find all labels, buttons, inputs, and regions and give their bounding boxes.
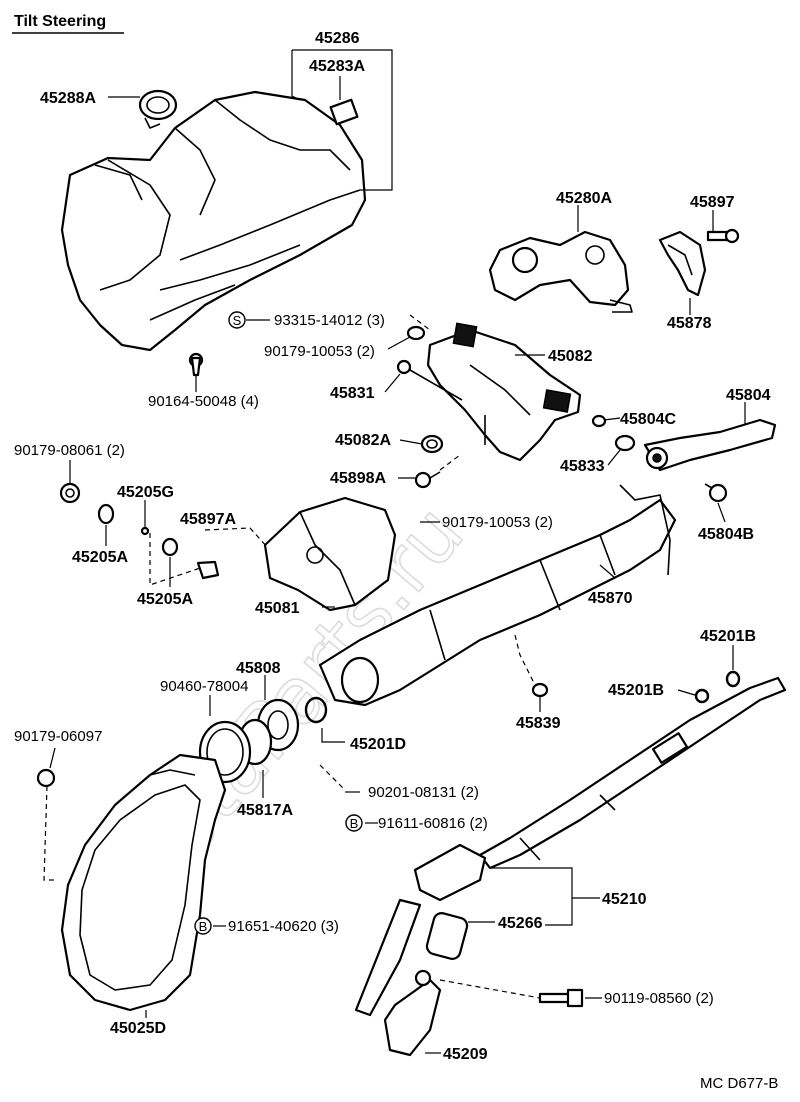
label-45808: 45808: [236, 660, 281, 677]
label-93315: 93315-14012 (3): [274, 312, 385, 329]
upper-column-cover-drawing: [60, 90, 367, 368]
label-45804b: 45804B: [698, 526, 754, 543]
label-45082: 45082: [548, 348, 593, 365]
spring-45082a-drawing: [420, 434, 444, 454]
label-90460: 90460-78004: [160, 678, 248, 695]
nut-45839-drawing: [531, 682, 549, 698]
label-45288a: 45288A: [40, 90, 96, 107]
label-45205a-2: 45205A: [137, 591, 193, 608]
label-45201b-1: 45201B: [700, 628, 756, 645]
label-45817a: 45817A: [237, 802, 293, 819]
label-45205g: 45205G: [117, 484, 174, 501]
label-91651: 91651-40620 (3): [228, 918, 339, 935]
washer-45804c-drawing: [591, 414, 607, 428]
label-45209: 45209: [443, 1046, 488, 1063]
label-45831: 45831: [330, 385, 375, 402]
bolt-45898a-drawing: [414, 471, 441, 489]
label-45804c: 45804C: [620, 411, 676, 428]
label-90119: 90119-08560 (2): [604, 990, 714, 1007]
tilt-bracket-45082-drawing: [426, 322, 582, 462]
bracket-45280a-drawing: [488, 230, 633, 313]
bracket-45081-drawing: [263, 496, 397, 612]
universal-joint-drawing: [354, 843, 487, 1057]
label-45897a: 45897A: [180, 511, 236, 528]
label-45280a: 45280A: [556, 190, 612, 207]
main-shaft-drawing: [478, 676, 787, 870]
label-90164: 90164-50048 (4): [148, 393, 259, 410]
nut-06097-drawing: [36, 768, 56, 788]
tilt-lever-drawing: [643, 418, 777, 472]
snap-rings-45201b-drawing: [694, 670, 741, 704]
label-45833: 45833: [560, 458, 605, 475]
label-90179-08061: 90179-08061 (2): [14, 442, 125, 459]
clamp-drawing: [138, 89, 178, 129]
bolt-45831-drawing: [396, 359, 463, 401]
cover-45878-drawing: [658, 230, 707, 297]
badge-b-91651: B: [194, 917, 212, 935]
bolt-90119-drawing: [538, 988, 584, 1008]
snap-ring-45201d-drawing: [304, 696, 328, 724]
svg-text:S: S: [233, 313, 242, 328]
bolt-45897-drawing: [706, 228, 740, 244]
svg-text:B: B: [350, 816, 359, 831]
collar-45833-drawing: [614, 434, 636, 452]
label-45804: 45804: [726, 387, 771, 404]
label-90179-10053-b: 90179-10053 (2): [442, 514, 553, 531]
label-45082a: 45082A: [335, 432, 391, 449]
label-90201: 90201-08131 (2): [368, 784, 479, 801]
label-45870: 45870: [588, 590, 633, 607]
label-45081: 45081: [255, 600, 300, 617]
badge-b-91611: B: [345, 814, 363, 832]
label-45878: 45878: [667, 315, 712, 332]
svg-text:B: B: [199, 919, 208, 934]
part-labels: 45286 45283A 45288A 45280A 45897 45878 9…: [14, 30, 771, 1063]
screw-90164-drawing: [190, 356, 202, 377]
label-45201d: 45201D: [350, 736, 406, 753]
label-90179-10053-a: 90179-10053 (2): [264, 343, 375, 360]
label-45266: 45266: [498, 915, 543, 932]
figure-code: MC D677-B: [700, 1075, 778, 1092]
label-45025d: 45025D: [110, 1020, 166, 1037]
washers-45205a-drawing: [97, 503, 179, 557]
column-tube-drawing: [318, 484, 677, 707]
hole-cover-45025d-drawing: [60, 753, 227, 1012]
label-45210: 45210: [602, 891, 647, 908]
label-45839: 45839: [516, 715, 561, 732]
bolt-45804b-drawing: [704, 483, 728, 503]
label-90179-06097: 90179-06097: [14, 728, 102, 745]
label-45897: 45897: [690, 194, 735, 211]
label-45283a: 45283A: [309, 58, 365, 75]
pin-45897a-drawing: [196, 560, 220, 580]
label-45201b-2: 45201B: [608, 682, 664, 699]
nut-top-drawing: [406, 325, 426, 341]
leader-lines: [43, 49, 746, 1054]
label-45286: 45286: [315, 30, 360, 47]
label-91611: 91611-60816 (2): [378, 815, 488, 832]
label-45898a: 45898A: [330, 470, 386, 487]
label-45205a-1: 45205A: [72, 549, 128, 566]
nut-08061-drawing: [59, 482, 81, 504]
badge-s: S: [228, 311, 246, 329]
diagram-title: Tilt Steering: [14, 13, 106, 30]
